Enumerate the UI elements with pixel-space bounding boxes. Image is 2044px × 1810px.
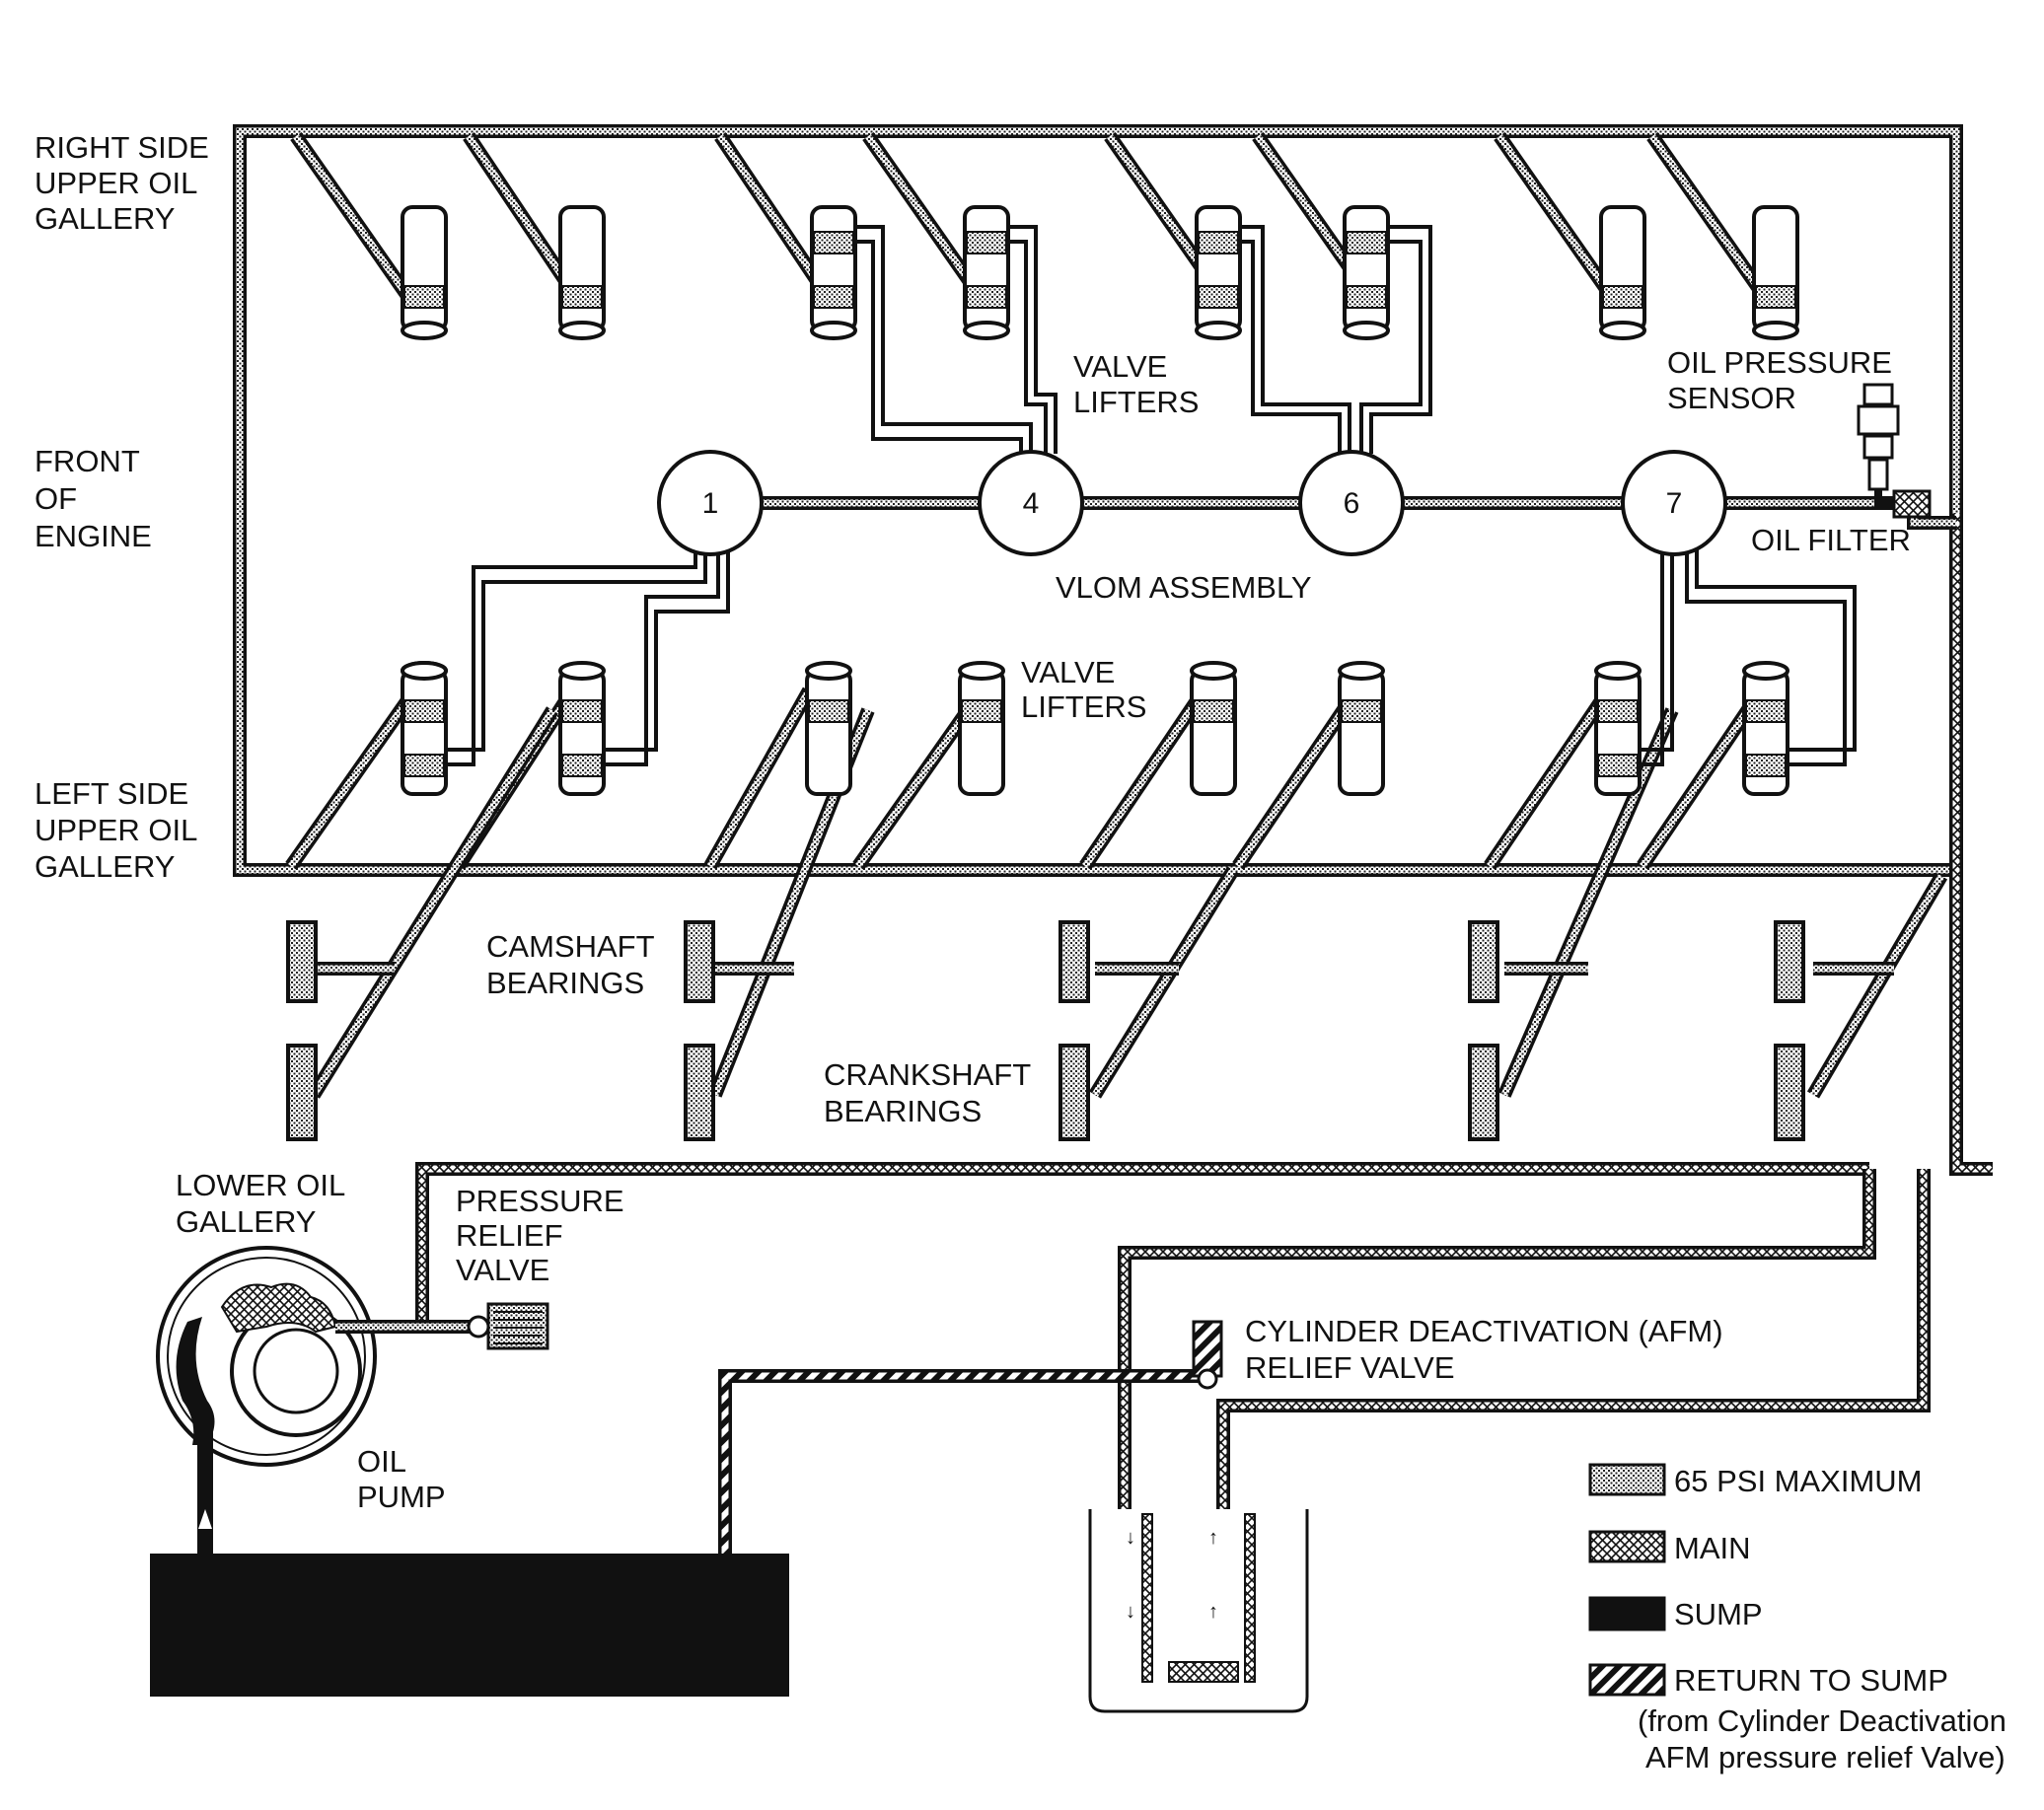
legend-label: MAIN bbox=[1674, 1531, 1751, 1565]
crankshaft-bearings-label: CRANKSHAFT bbox=[824, 1057, 1031, 1092]
camshaft-bearings-label: CAMSHAFT bbox=[486, 929, 655, 964]
legend-item-65psi: 65 PSI MAXIMUM bbox=[1588, 1463, 1923, 1498]
pressure-relief-valve-label: VALVE bbox=[456, 1253, 549, 1287]
svg-text:↓: ↓ bbox=[1126, 1601, 1135, 1623]
valve-lifter bbox=[1338, 661, 1385, 796]
lower-oil-gallery-label: LOWER OIL bbox=[176, 1168, 345, 1202]
solenoid-6 bbox=[1298, 450, 1405, 556]
valve-lifters-label: LIFTERS bbox=[1073, 385, 1199, 419]
oil-filter bbox=[1892, 489, 1932, 519]
oil-filter-label: OIL FILTER bbox=[1751, 523, 1911, 557]
solenoid-6-label: 6 bbox=[1344, 487, 1360, 520]
pressure-relief-valve bbox=[467, 1302, 549, 1350]
solenoid-lines bbox=[439, 225, 1857, 766]
valve-lifters-label: VALVE bbox=[1021, 655, 1115, 689]
camshaft-bearings bbox=[286, 920, 1805, 1003]
valve-lifter bbox=[1742, 661, 1789, 796]
valve-lifter bbox=[1195, 205, 1242, 340]
upper-valve-lifters bbox=[401, 205, 1799, 340]
right-gallery-label: UPPER OIL bbox=[35, 166, 197, 200]
solenoid-7-label: 7 bbox=[1666, 487, 1683, 520]
front-label: ENGINE bbox=[35, 519, 152, 553]
svg-text:↑: ↑ bbox=[1208, 1527, 1218, 1549]
valve-lifters-label: VALVE bbox=[1073, 349, 1167, 384]
lower-oil-gallery-label: GALLERY bbox=[176, 1204, 316, 1239]
legend-label: 65 PSI MAXIMUM bbox=[1674, 1464, 1923, 1498]
legend: 65 PSI MAXIMUM MAIN SUMP RETURN TO SUMP … bbox=[1588, 1463, 2007, 1774]
valve-lifter bbox=[558, 661, 606, 796]
valve-lifter bbox=[1343, 205, 1390, 340]
valve-lifter bbox=[401, 205, 448, 340]
upper-oil-galleries bbox=[233, 124, 1963, 877]
left-gallery-label: UPPER OIL bbox=[35, 813, 197, 847]
afm-relief-valve bbox=[1192, 1320, 1223, 1390]
front-label: OF bbox=[35, 481, 77, 516]
legend-item-main: MAIN bbox=[1588, 1530, 1751, 1565]
crankshaft-bearings bbox=[286, 1044, 1805, 1141]
front-label: FRONT bbox=[35, 444, 140, 478]
pressure-relief-valve-label: PRESSURE bbox=[456, 1184, 624, 1218]
lower-valve-lifters bbox=[401, 661, 1789, 796]
legend-note: (from Cylinder Deactivation bbox=[1638, 1703, 2007, 1738]
vlom-solenoids: 1 4 6 7 bbox=[657, 450, 1727, 556]
legend-label: SUMP bbox=[1674, 1597, 1763, 1631]
legend-item-sump: SUMP bbox=[1588, 1596, 1763, 1631]
labels: RIGHT SIDE UPPER OIL GALLERY FRONT OF EN… bbox=[35, 130, 1911, 1514]
valve-lifter bbox=[810, 205, 857, 340]
valve-lifter bbox=[958, 661, 1005, 796]
oil-pump-label: OIL bbox=[357, 1444, 406, 1479]
afm-relief-valve-label: CYLINDER DEACTIVATION (AFM) bbox=[1245, 1314, 1723, 1348]
oil-pressure-sensor-label: OIL PRESSURE bbox=[1667, 345, 1892, 380]
vlom-assembly-label: VLOM ASSEMBLY bbox=[1056, 570, 1312, 605]
camshaft-bearings-label: BEARINGS bbox=[486, 966, 644, 1000]
valve-lifter bbox=[1190, 661, 1237, 796]
svg-text:↓: ↓ bbox=[1126, 1527, 1135, 1549]
right-gallery-label: GALLERY bbox=[35, 201, 175, 236]
legend-note: AFM pressure relief Valve) bbox=[1645, 1740, 2006, 1774]
upper-lifter-feeds bbox=[290, 131, 1777, 311]
valve-lifter bbox=[1594, 661, 1642, 796]
right-gallery-label: RIGHT SIDE bbox=[35, 130, 209, 165]
valve-lifter bbox=[401, 661, 448, 796]
valve-lifter bbox=[963, 205, 1010, 340]
afm-relief-valve-label: RELIEF VALVE bbox=[1245, 1350, 1455, 1385]
valve-lifter bbox=[558, 205, 606, 340]
return-to-sump-line bbox=[718, 1369, 1205, 1554]
pressure-relief-valve-label: RELIEF bbox=[456, 1218, 563, 1253]
oil-pressure-sensor bbox=[1857, 383, 1909, 507]
legend-item-return: RETURN TO SUMP bbox=[1588, 1663, 1948, 1698]
main-riser bbox=[1949, 513, 1993, 1176]
solenoid-4 bbox=[978, 450, 1084, 556]
svg-text:↑: ↑ bbox=[1208, 1601, 1218, 1623]
valve-lifter bbox=[805, 661, 852, 796]
left-gallery-label: LEFT SIDE bbox=[35, 776, 188, 811]
crankshaft-bearings-label: BEARINGS bbox=[824, 1094, 982, 1128]
oil-pump bbox=[156, 1246, 474, 1554]
valve-lifter bbox=[1752, 205, 1799, 340]
legend-label: RETURN TO SUMP bbox=[1674, 1663, 1948, 1698]
solenoid-1 bbox=[657, 450, 764, 556]
left-gallery-label: GALLERY bbox=[35, 849, 175, 884]
oil-sump bbox=[150, 1554, 789, 1697]
oil-pump-label: PUMP bbox=[357, 1480, 446, 1514]
valve-lifters-label: LIFTERS bbox=[1021, 689, 1146, 724]
crank-feed-passages bbox=[308, 706, 1948, 1099]
valve-lifter bbox=[1599, 205, 1646, 340]
oil-pressure-sensor-label: SENSOR bbox=[1667, 381, 1796, 415]
solenoid-7 bbox=[1621, 450, 1727, 556]
afm-reservoir: ↓ ↓ ↑ ↑ bbox=[1088, 1509, 1309, 1713]
solenoid-1-label: 1 bbox=[702, 487, 719, 520]
solenoid-4-label: 4 bbox=[1023, 487, 1040, 520]
